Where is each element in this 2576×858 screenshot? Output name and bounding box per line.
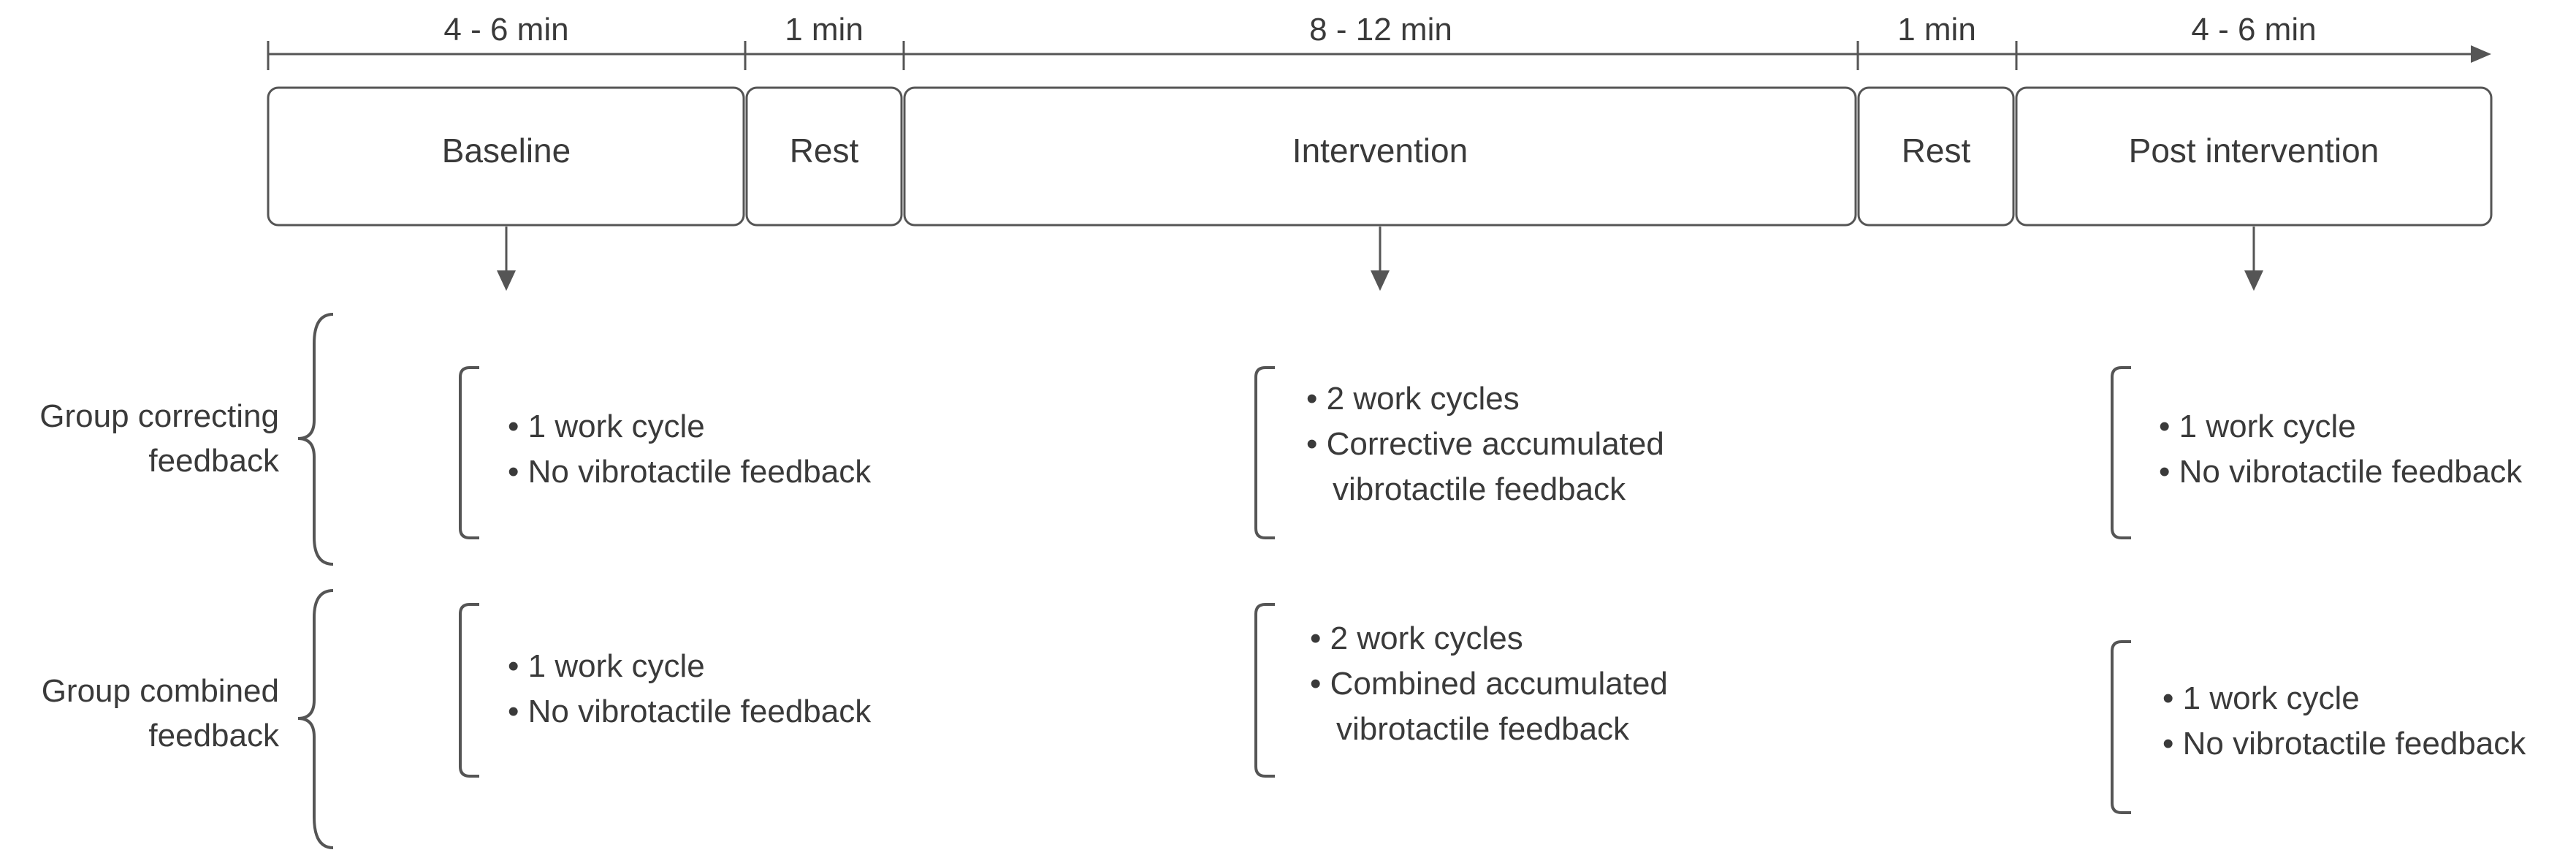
phase-label-rest-1: Rest	[790, 132, 859, 170]
g1-intervention-item-1: • 2 work cycles	[1306, 381, 1520, 417]
phase-rest-2: Rest	[1857, 86, 2015, 227]
phase-post-intervention: Post intervention	[2015, 86, 2493, 227]
g1-post-item-1: • 1 work cycle	[2159, 409, 2356, 444]
g2-baseline-item-1: • 1 work cycle	[508, 648, 705, 684]
phase-label-baseline: Baseline	[442, 132, 571, 170]
g2-intervention-item-1: • 2 work cycles	[1310, 620, 1523, 656]
group-label-combined-line1: Group combined	[42, 673, 279, 709]
duration-intervention: 8 - 12 min	[1309, 12, 1452, 48]
g1-intervention-item-2: • Corrective accumulated	[1306, 426, 1664, 462]
bracket-g2-intervention	[1254, 603, 1275, 778]
group-brace-combined	[297, 589, 334, 849]
g1-baseline-item-2: • No vibrotactile feedback	[508, 454, 872, 490]
bracket-g1-baseline	[459, 366, 479, 539]
g2-intervention-item-2: • Combined accumulated	[1310, 666, 1668, 702]
phase-label-intervention: Intervention	[1292, 132, 1468, 170]
g2-post-item-2: • No vibrotactile feedback	[2162, 726, 2526, 762]
duration-rest-1: 1 min	[785, 12, 864, 48]
g2-intervention-item-2-cont: vibrotactile feedback	[1336, 711, 1630, 747]
phase-baseline: Baseline	[267, 86, 745, 227]
phase-label-rest-2: Rest	[1902, 132, 1971, 170]
group-label-correcting-line2: feedback	[148, 443, 280, 479]
down-arrow-baseline	[497, 227, 516, 291]
g2-post-item-1: • 1 work cycle	[2162, 680, 2360, 716]
duration-baseline: 4 - 6 min	[443, 12, 568, 48]
timeline-arrowhead	[2471, 45, 2491, 63]
duration-post: 4 - 6 min	[2191, 12, 2316, 48]
phase-rest-1: Rest	[745, 86, 903, 227]
g1-post-item-2: • No vibrotactile feedback	[2159, 454, 2523, 490]
bracket-g2-post	[2111, 640, 2131, 814]
bracket-g1-post	[2111, 366, 2131, 539]
phase-label-post: Post intervention	[2129, 132, 2379, 170]
down-arrow-intervention	[1371, 227, 1390, 291]
duration-rest-2: 1 min	[1897, 12, 1976, 48]
down-arrow-post	[2244, 227, 2263, 291]
g1-intervention-item-2-cont: vibrotactile feedback	[1333, 471, 1626, 507]
group-label-correcting-line1: Group correcting	[39, 398, 279, 434]
group-label-combined-line2: feedback	[148, 718, 280, 753]
group-brace-correcting	[297, 313, 334, 566]
g2-baseline-item-2: • No vibrotactile feedback	[508, 694, 872, 729]
g1-baseline-item-1: • 1 work cycle	[508, 409, 705, 444]
phase-intervention: Intervention	[903, 86, 1857, 227]
bracket-g2-baseline	[459, 603, 479, 778]
bracket-g1-intervention	[1254, 366, 1275, 539]
